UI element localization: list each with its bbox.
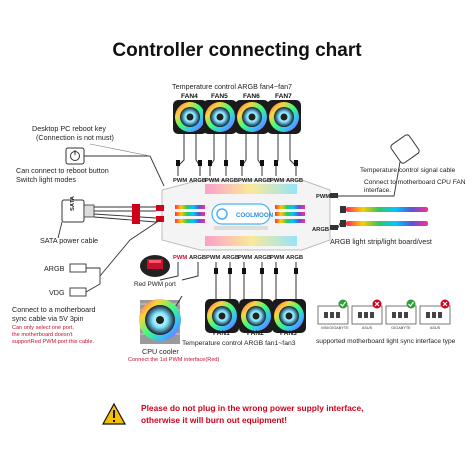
sata-text: SATA (70, 195, 76, 211)
fan-icon (272, 299, 306, 333)
fan-icon (203, 100, 237, 134)
warning-icon (101, 402, 127, 425)
bottom-port-pwm: PWM (270, 255, 284, 261)
sata-label: SATA power cable (40, 236, 99, 245)
fan-label: FAN4 (181, 93, 198, 100)
top-port-argb: ARGB (254, 178, 271, 184)
reboot-button-label: Can connect to reboot button (16, 166, 109, 175)
mb-sync-label-2: sync cable via 5V 3pin (12, 314, 84, 323)
fan-label: FAN7 (275, 93, 292, 100)
reboot-key-label: Desktop PC reboot key (32, 124, 106, 133)
fan-icon (235, 100, 269, 134)
fan-label: FAN1 (213, 330, 230, 337)
bottom-fans-caption: Temperature control ARGB fan1~fan3 (182, 340, 296, 347)
sata-connector-icon (61, 199, 95, 223)
bottom-port-argb: ARGB (222, 255, 239, 261)
check-icon (338, 299, 348, 309)
mb-interface-caption: supported motherboard light sync interfa… (316, 338, 456, 345)
bottom-fans (205, 299, 306, 333)
reboot-key-note: (Connection is not must) (36, 133, 114, 142)
signal-cable-note: Connect to motherboard CPU FAN (364, 179, 466, 186)
cross-icon (372, 299, 382, 309)
fan-label: FAN2 (247, 330, 264, 337)
bottom-port-pwm-red: PWM (173, 255, 187, 261)
argb-label: ARGB (44, 264, 65, 273)
mb-brand: GIGABYTE (391, 326, 411, 330)
mb-brand: ASUS (429, 326, 441, 330)
argb-strip-icon (340, 206, 428, 227)
fan-icon (267, 100, 301, 134)
fan-icon (173, 100, 207, 134)
mb-brand: MSI/GIGABYTE (321, 326, 349, 330)
signal-cable-note-2: interface. (364, 187, 392, 194)
top-port-argb: ARGB (221, 178, 238, 184)
controller-brand: COOLMOON (236, 212, 274, 219)
bottom-port-argb: ARGB (254, 255, 271, 261)
bottom-port-pwm: PWM (238, 255, 252, 261)
signal-cable-label: Temperature control signal cable (360, 167, 456, 174)
reboot-key-icon (65, 147, 85, 165)
switch-modes-label: Switch light modes (16, 175, 76, 184)
right-port-pwm: PWM (316, 194, 330, 200)
fan-label: FAN6 (243, 93, 260, 100)
fan-label: FAN5 (211, 93, 228, 100)
cpu-note: Connect the 1st PWM interface(Red) (128, 357, 220, 363)
vdg-label: VDG (49, 288, 65, 297)
top-port-pwm: PWM (173, 178, 187, 184)
top-fans-caption: Temperature control ARGB fan4~fan7 (172, 82, 293, 91)
controller-hub (156, 179, 338, 251)
mb-sync-label: Connect to a motherboard (12, 305, 96, 314)
cross-icon (440, 299, 450, 309)
argb-strip-label: ARGB light strip/light board/vest (330, 237, 432, 246)
top-fans (173, 100, 301, 134)
fan-icon (239, 299, 273, 333)
top-port-pwm: PWM (270, 178, 284, 184)
cpu-cooler-icon (139, 299, 181, 344)
right-port-argb: ARGB (312, 227, 329, 233)
top-port-pwm: PWM (238, 178, 252, 184)
top-port-pwm: PWM (205, 178, 219, 184)
top-port-argb: ARGB (286, 178, 303, 184)
cpu-cooler-label: CPU cooler (142, 347, 179, 356)
fan-label: FAN3 (280, 330, 297, 337)
bottom-port-argb: ARGB (286, 255, 303, 261)
fan-icon (205, 299, 239, 333)
page-title: Controller connecting chart (112, 40, 362, 61)
signal-connector-icon (390, 134, 420, 164)
warning-line-1: Please do not plug in the wrong power su… (141, 403, 364, 413)
mb-note-2: the motherboard doesn't (12, 332, 73, 338)
warning-line-2: otherwise it will burn out equipment! (141, 415, 288, 425)
argb-plug-icon (69, 263, 87, 297)
red-pwm-label: Red PWM port (134, 281, 176, 288)
mb-interface-icons (317, 299, 451, 325)
sata-red-clip (132, 204, 140, 224)
red-pwm-port-icon (140, 255, 170, 277)
bottom-cables (159, 262, 297, 300)
top-cables (177, 134, 297, 176)
bottom-port-argb: ARGB (189, 255, 206, 261)
bottom-port-pwm: PWM (206, 255, 220, 261)
top-port-argb: ARGB (189, 178, 206, 184)
mb-brand: ASUS (361, 326, 373, 330)
mb-note-1: Can only select one port, (12, 325, 74, 331)
mb-note-3: supportRed PWM port this cable. (12, 339, 95, 345)
check-icon (406, 299, 416, 309)
